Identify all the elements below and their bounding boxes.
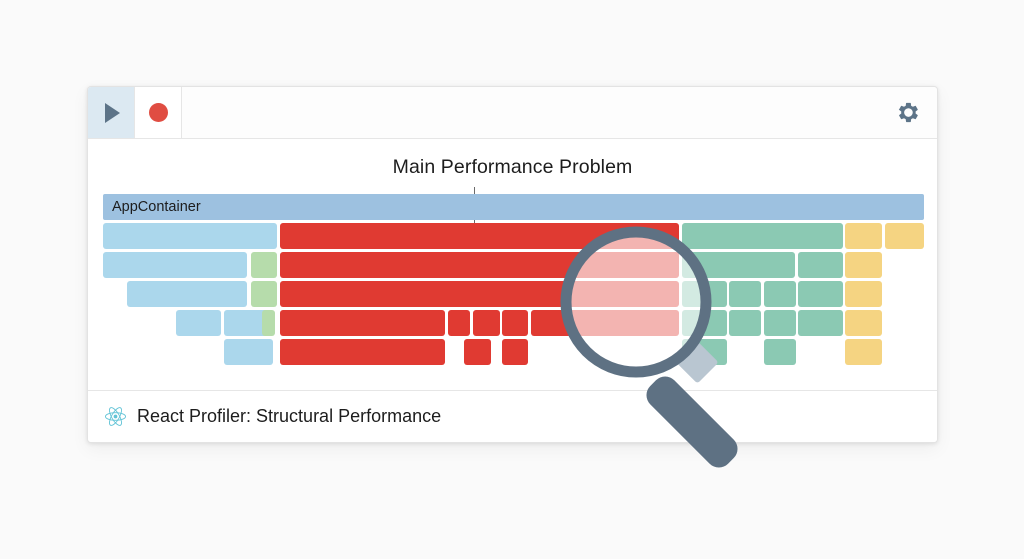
- flame-row-depth-4: [103, 310, 924, 336]
- flame-bar[interactable]: [681, 339, 727, 365]
- flame-bar[interactable]: [502, 339, 529, 365]
- flame-bar-label: AppContainer: [112, 199, 201, 215]
- flame-bar[interactable]: [280, 310, 445, 336]
- flame-bar[interactable]: [763, 310, 796, 336]
- toolbar: [88, 87, 937, 139]
- profiler-window: Main Performance Problem AppContainer Re…: [87, 86, 938, 443]
- flame-chart: AppContainer: [103, 194, 924, 369]
- flame-bar[interactable]: [176, 310, 222, 336]
- flame-bar[interactable]: [763, 339, 796, 365]
- flame-bar[interactable]: [447, 310, 470, 336]
- flame-bar-root[interactable]: AppContainer: [103, 194, 924, 220]
- flame-bar[interactable]: [464, 339, 491, 365]
- flame-bar[interactable]: [126, 281, 248, 307]
- record-button[interactable]: [135, 87, 182, 138]
- flame-bar[interactable]: [473, 310, 500, 336]
- play-icon: [105, 102, 120, 123]
- flame-bar[interactable]: [530, 310, 680, 336]
- flame-chart-area: Main Performance Problem AppContainer: [88, 139, 937, 391]
- flame-bar[interactable]: [845, 252, 883, 278]
- flame-bar[interactable]: [681, 310, 727, 336]
- flame-bar[interactable]: [884, 223, 924, 249]
- flame-bar[interactable]: [845, 223, 883, 249]
- flame-row-depth-1: [103, 223, 924, 249]
- flame-bar[interactable]: [729, 310, 762, 336]
- status-bar: React Profiler: Structural Performance: [88, 390, 937, 442]
- flame-bar[interactable]: [845, 281, 883, 307]
- flame-bar[interactable]: [103, 252, 248, 278]
- flame-bar[interactable]: [681, 252, 796, 278]
- flame-bar[interactable]: [797, 252, 843, 278]
- flame-bar[interactable]: [729, 281, 762, 307]
- flame-bar[interactable]: [280, 252, 680, 278]
- flame-bar[interactable]: [797, 281, 843, 307]
- flame-bar[interactable]: [250, 281, 278, 307]
- flame-bar[interactable]: [250, 252, 278, 278]
- status-bar-label: React Profiler: Structural Performance: [137, 406, 442, 426]
- flame-row-depth-5: [103, 339, 924, 365]
- flame-bar[interactable]: [681, 223, 843, 249]
- flame-row-depth-0: AppContainer: [103, 194, 924, 220]
- flame-bar[interactable]: [280, 281, 680, 307]
- toolbar-spacer: [182, 87, 879, 138]
- flame-bar[interactable]: [763, 281, 796, 307]
- record-icon: [148, 103, 168, 122]
- chart-title: Main Performance Problem: [392, 156, 633, 178]
- flame-bar[interactable]: [223, 339, 273, 365]
- flame-bar[interactable]: [845, 310, 883, 336]
- gear-icon: [898, 102, 918, 123]
- flame-row-depth-2: [103, 252, 924, 278]
- flame-bar[interactable]: [280, 339, 445, 365]
- flame-bar[interactable]: [845, 339, 883, 365]
- flame-bar[interactable]: [280, 223, 680, 249]
- flame-bar[interactable]: [262, 310, 276, 336]
- flame-row-depth-3: [103, 281, 924, 307]
- flame-bar[interactable]: [681, 281, 727, 307]
- flame-bar[interactable]: [797, 310, 843, 336]
- play-button[interactable]: [88, 87, 135, 138]
- react-logo-icon: [105, 407, 126, 426]
- flame-bar[interactable]: [502, 310, 529, 336]
- settings-button[interactable]: [879, 87, 937, 138]
- flame-bar[interactable]: [103, 223, 278, 249]
